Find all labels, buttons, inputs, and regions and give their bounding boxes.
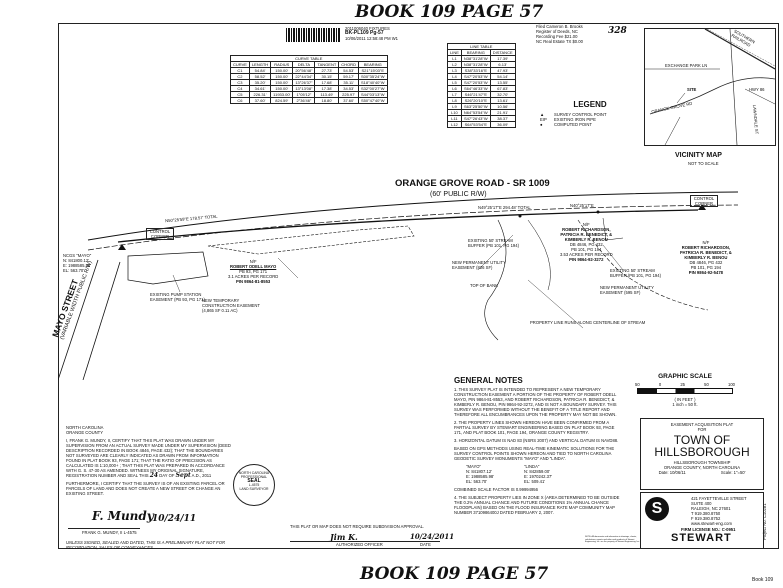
- vicinity-title: VICINITY MAP: [675, 152, 722, 159]
- vicinity-label: EXCHANGE PARK LN: [665, 63, 708, 68]
- legend-item: ▲SURVEY CONTROL POINT: [540, 112, 607, 117]
- annotation: NEW PERMANENT UTILITY EASEMENT (826 SF): [452, 260, 506, 270]
- recording-info: Filed Cameron B. Brooks Register of Deed…: [536, 24, 583, 44]
- annotation: PROPERTY LINE RUNS ALONG CENTERLINE OF S…: [530, 320, 646, 325]
- road-row: (60' PUBLIC R/W): [430, 191, 487, 198]
- general-notes-title: GENERAL NOTES: [454, 376, 523, 385]
- annotation: EXISTING 50' STREAM BUFFER (PB 101, PG 1…: [468, 238, 519, 248]
- officer-label: AUTHORIZED OFFICER: [336, 542, 383, 547]
- note-item: COMBINED SCALE FACTOR IS 0.99994956: [454, 487, 538, 492]
- scale-bar: [637, 388, 733, 394]
- register-initials: 328: [608, 26, 627, 36]
- vicinity-label-site: SITE: [687, 87, 697, 92]
- bearing-label: N40°25'17"E: [570, 203, 594, 208]
- note-item: 2. THE PROPERTY LINES SHOWN HEREON HAVE …: [454, 420, 615, 435]
- note-item: 4. THE SUBJECT PROPERTY LIES IN ZONE X (…: [454, 495, 620, 515]
- monument-linda: "LINDA"N: 842859.00'E: 1970242.37'EL: 50…: [524, 464, 553, 484]
- stewart-logo: S: [645, 497, 669, 521]
- note-item: 3. HORIZONTAL DATUM IS NAD 83 (NSRS 2007…: [454, 438, 619, 443]
- barcode: [286, 28, 340, 42]
- control-corner: CONTROL CORNER: [690, 195, 718, 207]
- owner-mayo: N/F ROBERT ODELL MAYO PB 93, PG 171 3.1 …: [228, 259, 279, 284]
- control-corner: CONTROL CORNER: [146, 228, 174, 240]
- book-page-top: BOOK 109 PAGE 57: [355, 2, 544, 22]
- vicinity-map: SOUTHERN RAILROAD EXCHANGE PARK LN ORANG…: [644, 28, 776, 146]
- annotation: EXISTING PUMP STATION EASEMENT (PB 93, P…: [150, 292, 205, 302]
- owner-richardson-1: N/F ROBERT RICHARDSON, PATRICIA R. BENED…: [560, 222, 613, 262]
- vicinity-label: HWY 86: [749, 87, 765, 92]
- ncgs-mayo: NCGS "MAYO"N: 841800.12'E: 1988585.98'EL…: [63, 253, 92, 273]
- barcode-info: 2011006040 FIXTURES BK-PL109 Pg-57 10/06…: [345, 26, 398, 41]
- road-name: ORANGE GROVE ROAD - SR 1009: [395, 178, 550, 189]
- book-label: Book 109: [752, 577, 774, 583]
- monument-mayo: "MAYO"N: 841807.12'E: 1988585.98'EL: 563…: [466, 464, 495, 484]
- surveyor-name: FRANK G. MUNDY, II L-4575: [82, 530, 137, 535]
- firm-fine-print: NOTE: All documents and information in d…: [585, 536, 640, 543]
- certification: NORTH CAROLINA ORANGE COUNTY I, FRANK G.…: [66, 425, 231, 496]
- subdivision-note: THIS PLAT OR MAP DOES NOT REQUIRE SUBDIV…: [290, 524, 425, 529]
- legend-title: LEGEND: [573, 100, 607, 109]
- owner-richardson-2: N/F ROBERT RICHARDSON, PATRICIA R. BENED…: [680, 240, 732, 275]
- graphic-scale-title: GRAPHIC SCALE: [658, 373, 712, 380]
- sign-line: [68, 528, 140, 529]
- vicinity-subtitle: NOT TO SCALE: [688, 161, 719, 166]
- general-notes: GENERAL NOTES 1. THIS SURVEY PLAT IS INT…: [454, 376, 622, 518]
- officer-date-label: DATE: [420, 542, 431, 547]
- annotation: NEW PERMANENT UTILITY EASEMENT (595 SF): [600, 285, 654, 295]
- annotation: EXISTING 50' STREAM BUFFER (PB 101, PG 1…: [610, 268, 661, 278]
- surveyor-sign-date: 10/24/11: [152, 514, 197, 524]
- note-item: BASED ON GPS METHODS USING REAL-TIME KIN…: [454, 446, 615, 461]
- bearing-label: N49°25'17"E 294.48' TOTAL: [478, 205, 531, 210]
- vicinity-map-drawing: [645, 29, 775, 145]
- plat-border: [58, 23, 779, 549]
- officer-signature: Jim K.: [330, 532, 358, 542]
- surveyor-signature: F. Mundy: [92, 509, 154, 523]
- book-page-bottom: BOOK 109 PAGE 57: [360, 564, 549, 584]
- officer-line: [290, 541, 440, 542]
- prelim-disclaimer: UNLESS SIGNED, SEALED AND DATED, THIS IS…: [66, 540, 226, 550]
- firm-name: STEWART: [671, 532, 732, 544]
- surveyor-seal: NORTH CAROLINA PROFESSIONAL SEAL L-4575 …: [233, 464, 275, 506]
- annotation: TOP OF BANK: [470, 283, 499, 288]
- plat-drawing: [58, 191, 739, 380]
- legend-item: ●COMPUTED POINT: [540, 122, 592, 127]
- officer-sign-date: 10/24/2011: [410, 532, 455, 541]
- annotation: NEW TEMPORARY CONSTRUCTION EASEMENT (4,8…: [202, 298, 260, 313]
- note-item: 1. THIS SURVEY PLAT IS INTENDED TO REPRE…: [454, 387, 617, 417]
